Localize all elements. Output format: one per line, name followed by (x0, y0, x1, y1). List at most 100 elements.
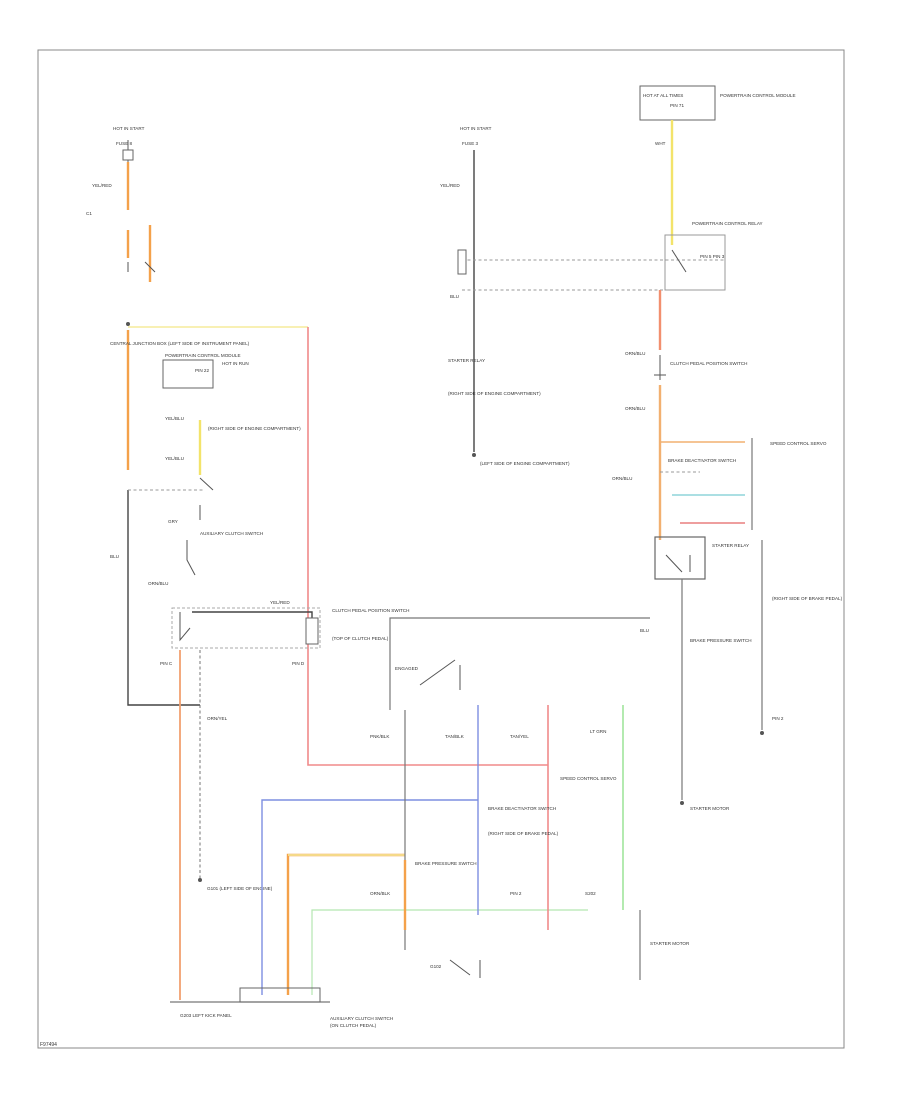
wire-orange-bus (286, 853, 405, 995)
starter-node (680, 801, 684, 805)
wire-black-ground-left (127, 490, 200, 706)
fuse-left-label: FUSE 8 (116, 141, 133, 146)
wire-dashed-relay (462, 259, 725, 291)
brake-deact-label: BRAKE DEACTIVATOR SWITCH (488, 806, 556, 811)
brake-pressure-right-label: BRAKE PRESSURE SWITCH (690, 638, 752, 643)
wire-orn-blu-right-3-label: ORN/BLU (612, 476, 632, 481)
hot-start-mid-label: HOT IN START (460, 126, 492, 131)
speed-ctrl-label: SPEED CONTROL SERVO (560, 776, 617, 781)
g101-node (198, 878, 202, 882)
wire-gry-label: GRY (168, 519, 178, 524)
wire-orn-yel-label: ORN/YEL (207, 716, 228, 721)
pcm-top-box (639, 85, 716, 121)
engaged-label: ENGAGED (395, 666, 419, 671)
speed-servo-pin-label: PIN 2 (510, 891, 522, 896)
wire-pink-long (307, 327, 548, 766)
diagram-frame (37, 49, 845, 1049)
wire-lgreen-bus (311, 909, 588, 995)
aux-clutch-label: AUXILIARY CLUTCH SWITCH (200, 531, 263, 536)
center-relay-symbol (457, 249, 467, 275)
wire-orn-blk-label: ORN/BLK (370, 891, 391, 896)
hot-start-left-label: HOT IN START (113, 126, 145, 131)
s202-label: S202 (585, 891, 596, 896)
bottom-middle-switch (449, 959, 481, 978)
wire-blk-right-label: BLU (640, 628, 649, 633)
fuse-8-symbol (122, 149, 134, 161)
brake-pressure-top-label: (LEFT SIDE OF ENGINE COMPARTMENT) (480, 461, 570, 466)
aux-box-loc: (ON CLUTCH PEDAL) (330, 1023, 377, 1028)
pcm-left-label: POWERTRAIN CONTROL MODULE (165, 353, 241, 358)
clutch-pedal-label: CLUTCH PEDAL POSITION SWITCH (332, 608, 409, 613)
center-node (472, 453, 476, 457)
left-power-feed (126, 140, 548, 766)
bottom-connector-box (239, 987, 321, 1003)
pcm-left-note: (RIGHT SIDE OF ENGINE COMPARTMENT) (208, 426, 301, 431)
wire-lt-grn-label: LT GRN (590, 729, 606, 734)
clutch-switch-connector (305, 617, 319, 645)
clutch-switch-contact (179, 612, 191, 642)
pcm-relay-contact (671, 249, 687, 273)
brake-deact-note: (RIGHT SIDE OF BRAKE PEDAL) (488, 831, 559, 836)
speed-control-right-label: SPEED CONTROL SERVO (770, 441, 827, 446)
starter-relay-note: (RIGHT SIDE OF ENGINE COMPARTMENT) (448, 391, 541, 396)
wire-yel-red-1-label: YEL/RED (92, 183, 112, 188)
aux-box-title: AUXILIARY CLUTCH SWITCH (330, 1016, 393, 1021)
pin-d-label: PIN D (292, 661, 305, 666)
speed-servo-right-pin: PIN 2 (772, 716, 784, 721)
brake-deact-pin-label: (RIGHT SIDE OF BRAKE PEDAL) (772, 596, 843, 601)
wire-yel-red-3-label: YEL/RED (270, 600, 290, 605)
g203-label: G203 LEFT KICK PANEL (180, 1013, 232, 1018)
wire-orn-blu-right-2-label: ORN/BLU (625, 406, 645, 411)
pcm-top-pin: PIN 71 (670, 103, 684, 108)
clutch-note-label: (TOP OF CLUTCH PEDAL) (332, 636, 389, 641)
brake-deact-right-label: BRAKE DEACTIVATOR SWITCH (668, 458, 736, 463)
fuse-mid-label: FUSE 3 (462, 141, 479, 146)
wire-orn-blu-right-label: ORN/BLU (625, 351, 645, 356)
starter-relay-contact (665, 554, 691, 573)
clutch-switch-box-dashed (171, 607, 321, 649)
wire-yel-blu-1-label: YEL/BLU (165, 416, 184, 421)
pin-c-label: PIN C (160, 661, 173, 666)
aux-clutch-contact (199, 477, 214, 520)
central-junction-label: CENTRAL JUNCTION BOX (LEFT SIDE OF INSTR… (110, 341, 250, 346)
figure-id: F97494 (40, 1042, 57, 1048)
g101-label: G101 (LEFT SIDE OF ENGINE) (207, 886, 273, 891)
relay-pins-label: PIN 5 PIN 3 (700, 254, 725, 259)
connector-a-label: C1 (86, 211, 92, 216)
aux-switch-pivot (186, 540, 196, 576)
wire-yel-red-mid-label: YEL/RED (440, 183, 460, 188)
pcm-top-label: POWERTRAIN CONTROL MODULE (720, 93, 796, 98)
brake-pressure-label: BRAKE PRESSURE SWITCH (415, 861, 477, 866)
fuse-split-symbol (127, 261, 156, 273)
starter-motor-label: STARTER MOTOR (650, 941, 690, 946)
wire-black-switch-top (192, 611, 313, 640)
pcm-relay-box (664, 234, 726, 291)
wire-blu-center-label: BLU (450, 294, 459, 299)
wire-tan-blk-label: TAN/BLK (445, 734, 465, 739)
right-fuse-symbol (654, 355, 666, 380)
starter-relay-box (654, 536, 706, 580)
wire-gray-middle-top (389, 617, 650, 710)
starter-relay-label: STARTER RELAY (448, 358, 485, 363)
hot-all-times-label: HOT AT ALL TIMES (643, 93, 683, 98)
hot-run-left-label: HOT IN RUN (222, 361, 249, 366)
wire-tan-yel-label: TAN/YEL (510, 734, 529, 739)
wire-yel-blu-2-label: YEL/BLU (165, 456, 184, 461)
starter-motor-right-label: STARTER MOTOR (690, 806, 730, 811)
engaged-switch-symbol (419, 659, 461, 690)
servo-node (760, 731, 764, 735)
splice-node-left (126, 322, 130, 326)
wire-orn-blu-label: ORN/BLU (148, 581, 168, 586)
g102-label: G102 (430, 964, 442, 969)
pcm-left-pin: PIN 22 (195, 368, 209, 373)
wire-blue-bus (261, 799, 478, 995)
pcm-left-box (162, 359, 214, 389)
pcm-relay-label: POWERTRAIN CONTROL RELAY (692, 221, 763, 226)
clutch-right-label: CLUTCH PEDAL POSITION SWITCH (670, 361, 747, 366)
wire-blu-left-label: BLU (110, 554, 119, 559)
wire-wht-label: WHT (655, 141, 666, 146)
wire-pnk-blk-label: PNK/BLK (370, 734, 390, 739)
starter-relay-right-label: STARTER RELAY (712, 543, 749, 548)
